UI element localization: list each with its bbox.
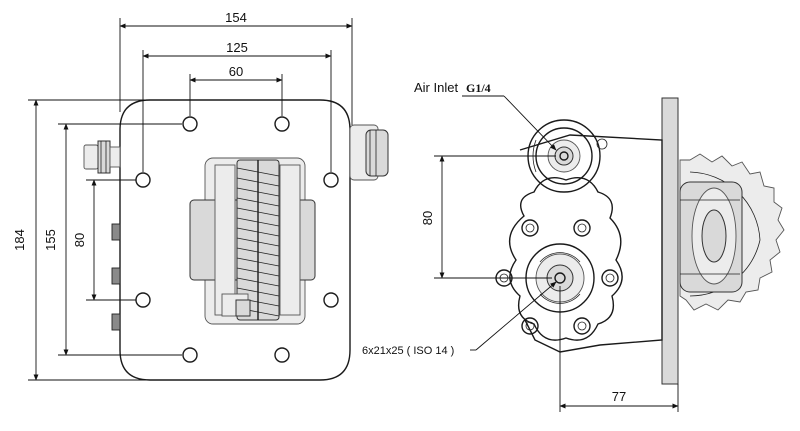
air-inlet-thread-label: G1/4 (466, 81, 491, 95)
flower-flange (508, 177, 623, 341)
dim-155-label: 155 (43, 229, 58, 251)
shaft-housing (679, 181, 743, 293)
flange-plate (119, 99, 351, 381)
dims-front (28, 18, 353, 381)
air-fitting-left (83, 140, 121, 174)
front-view (83, 99, 389, 381)
dim-154-label: 154 (225, 10, 247, 25)
dim-80-left-label: 80 (72, 233, 87, 247)
dim-60-label: 60 (229, 64, 243, 79)
dim-80-right-label: 80 (420, 211, 435, 225)
mounting-plate (661, 97, 679, 385)
dim-184-label: 184 (12, 229, 27, 251)
side-studs (111, 223, 121, 331)
dim-125-label: 125 (226, 40, 248, 55)
dim-77-label: 77 (612, 389, 626, 404)
helical-gear (236, 159, 280, 321)
side-view (495, 97, 785, 385)
shaft-spec-label: 6x21x25 ( ISO 14 ) (362, 345, 454, 357)
shaft-bottom (221, 293, 251, 317)
dims-side (434, 155, 679, 412)
bracket-body (519, 134, 663, 353)
air-inlet-label: Air Inlet (414, 80, 458, 95)
right-boss (349, 124, 389, 181)
callout-leaders (462, 95, 557, 351)
